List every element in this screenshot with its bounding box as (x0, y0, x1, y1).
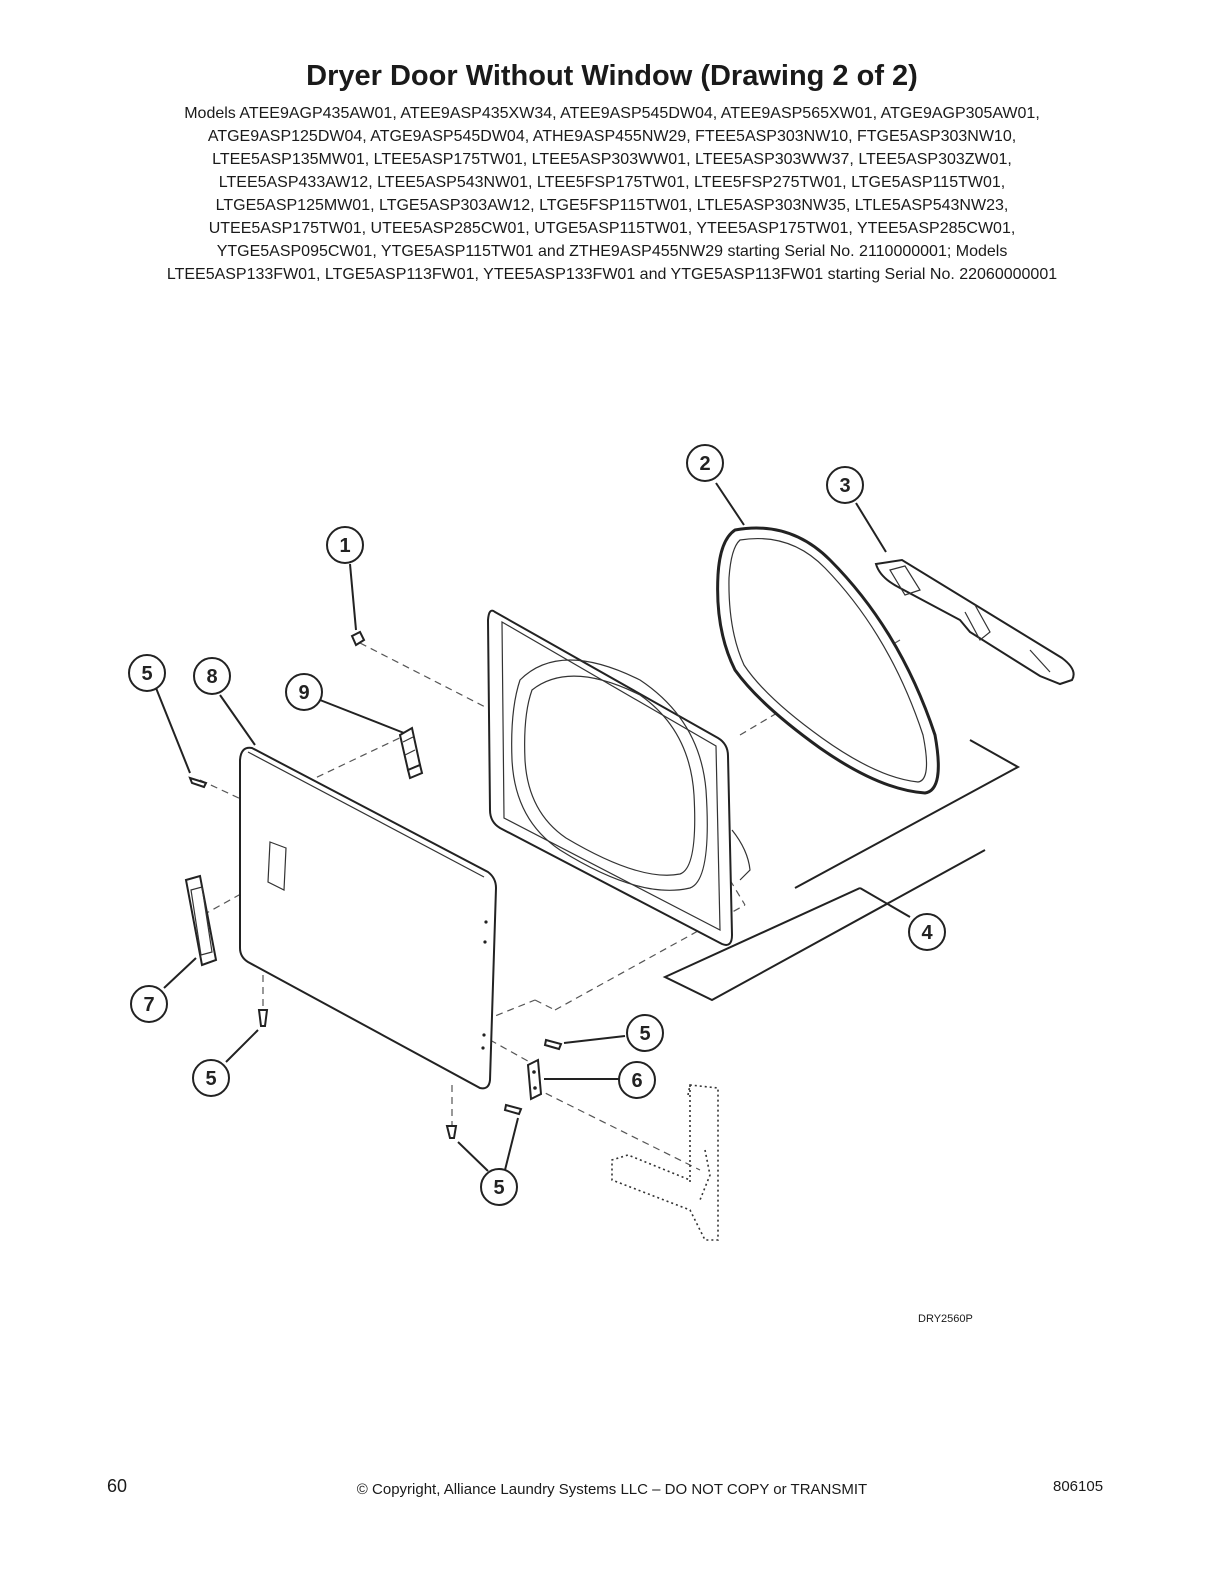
copyright-notice: © Copyright, Alliance Laundry Systems LL… (356, 1481, 868, 1498)
callout-1: 1 (326, 526, 364, 564)
callout-3: 3 (826, 466, 864, 504)
callout-leaders (155, 482, 911, 1172)
models-line: LTEE5ASP433AW12, LTEE5ASP543NW01, LTEE5F… (218, 174, 1006, 191)
models-line: ATGE9ASP125DW04, ATGE9ASP545DW04, ATHE9A… (207, 128, 1017, 145)
callout-label: 1 (339, 535, 350, 557)
models-line: UTEE5ASP175TW01, UTEE5ASP285CW01, UTGE5A… (208, 220, 1016, 237)
part-door-hinge (526, 1058, 543, 1101)
callout-label: 5 (639, 1023, 650, 1045)
callout-label: 9 (298, 682, 309, 704)
callout-label: 2 (699, 453, 710, 475)
callout-5-top-left: 5 (128, 654, 166, 692)
callout-label: 8 (206, 666, 217, 688)
part-door-handle (184, 874, 218, 967)
models-line: LTEE5ASP133FW01, LTGE5ASP113FW01, YTEE5A… (166, 266, 1058, 283)
callout-5-bottom: 5 (480, 1168, 518, 1206)
page-number: 60 (107, 1476, 128, 1496)
page-title: Dryer Door Without Window (Drawing 2 of … (306, 60, 918, 92)
callout-label: 6 (631, 1070, 642, 1092)
part-inner-door-frame (486, 609, 751, 946)
models-list: Models ATEE9AGP435AW01, ATEE9ASP435XW34,… (90, 102, 1134, 286)
callout-label: 4 (921, 922, 933, 944)
callout-label: 5 (205, 1068, 216, 1090)
callout-2: 2 (686, 444, 724, 482)
models-line: Models ATEE9AGP435AW01, ATEE9ASP435XW34,… (184, 105, 1040, 122)
part-cabinet-outline (662, 739, 1021, 1002)
callout-5-hinge-top: 5 (626, 1014, 664, 1052)
models-line: LTEE5ASP135MW01, LTEE5ASP175TW01, LTEE5A… (212, 151, 1012, 168)
part-strike-bracket (398, 726, 424, 780)
callout-label: 5 (493, 1177, 504, 1199)
part-outer-door-panel (239, 746, 498, 1090)
diagram-id-label: DRY2560P (918, 1313, 973, 1325)
part-door-clip (350, 630, 366, 647)
callout-7: 7 (130, 985, 168, 1023)
dryer-cabinet-silhouette (611, 1084, 719, 1241)
screw-parts (188, 776, 563, 1139)
callout-5-bottom-left: 5 (192, 1059, 230, 1097)
models-line: LTGE5ASP125MW01, LTGE5ASP303AW12, LTGE5F… (215, 197, 1009, 214)
callout-label: 5 (141, 663, 152, 685)
callout-8: 8 (193, 657, 231, 695)
callout-label: 3 (839, 475, 850, 497)
part-door-hinge-cover (874, 558, 1075, 686)
document-number: 806105 (1053, 1478, 1104, 1495)
models-line: YTGE5ASP095CW01, YTGE5ASP115TW01 and ZTH… (216, 243, 1008, 260)
callout-4: 4 (908, 913, 946, 951)
part-door-gasket (716, 526, 940, 795)
callout-6: 6 (618, 1061, 656, 1099)
callout-label: 7 (143, 994, 154, 1016)
callout-9: 9 (285, 673, 323, 711)
